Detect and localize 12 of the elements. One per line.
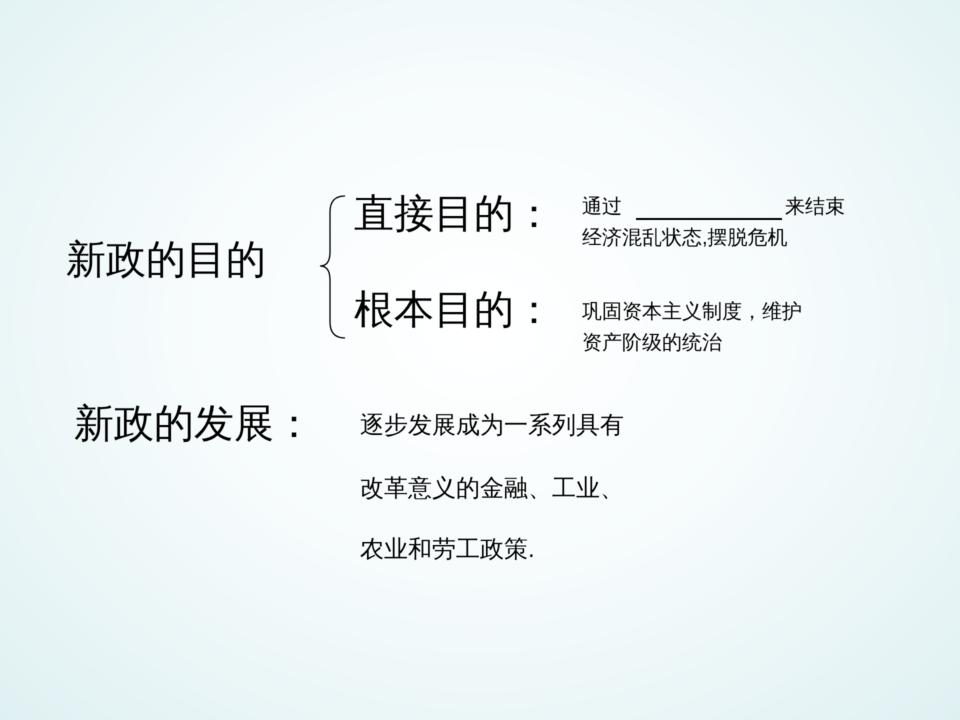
body-text: 来结束	[785, 197, 845, 217]
body-text: 逐步发展成为一系列具有	[360, 414, 624, 438]
subheading-text: 根本目的：	[354, 290, 554, 330]
subheading-text: 直接目的：	[354, 194, 554, 234]
body-text: 资产阶级的统治	[582, 333, 722, 353]
body-text: 改革意义的金融、工业、	[360, 477, 624, 501]
heading-text: 新政的发展：	[74, 404, 314, 444]
body-text: 通过	[582, 197, 622, 217]
body-text: 农业和劳工政策.	[360, 538, 535, 562]
body-text: 经济混乱状态,摆脱危机	[582, 228, 788, 248]
body-text: 巩固资本主义制度，维护	[582, 302, 802, 322]
heading-text: 新政的目的	[66, 240, 266, 280]
